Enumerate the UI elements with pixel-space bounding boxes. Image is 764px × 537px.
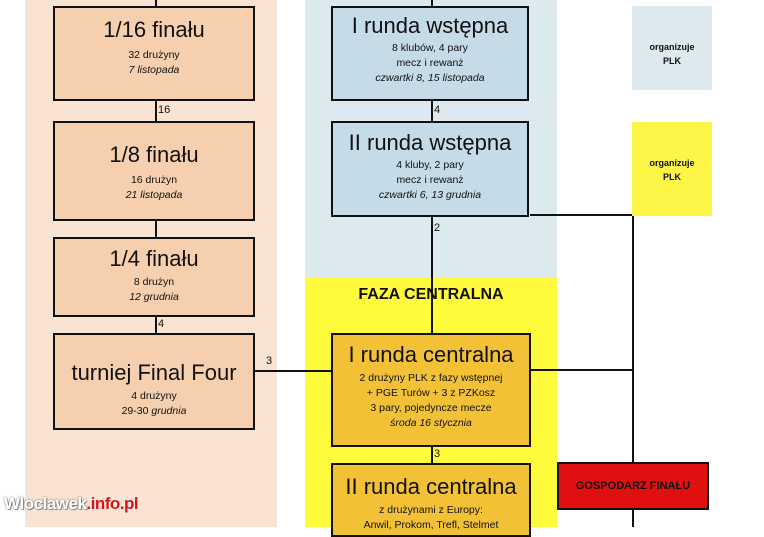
central-round-2-box: II runda centralna z drużynami z Europy:… <box>331 463 531 537</box>
connector-label-4: 4 <box>158 318 165 330</box>
central-round-2-title: II runda centralna <box>345 474 517 499</box>
final-four-title: turniej Final Four <box>71 360 237 385</box>
final-four-date-month: grudnia <box>151 405 187 417</box>
connector-to-host-horizontal <box>530 214 634 216</box>
central-round-1-line-2: + PGE Turów + 3 z PZKosz <box>366 387 496 399</box>
central-round-1-line-1: 2 drużyny PLK z fazy wstępnej <box>359 372 503 384</box>
central-round-1-box: I runda centralna 2 drużyny PLK z fazy w… <box>331 333 531 447</box>
round-1-8-title: 1/8 finału <box>109 142 199 167</box>
round-1-4-title: 1/4 finału <box>109 246 199 271</box>
connector-top-right <box>431 0 433 7</box>
connector-label-central-3: 3 <box>434 448 441 460</box>
legend-blue-line-1: organizuje <box>649 42 695 52</box>
connector-final-four-to-central <box>254 370 333 372</box>
round-1-4-box: 1/4 finału 8 drużyn 12 grudnia <box>53 237 255 317</box>
prelim-round-2-title: II runda wstępna <box>348 130 512 155</box>
round-1-16-date: 7 listopada <box>128 64 180 76</box>
connector-host-down <box>632 510 634 527</box>
watermark-suffix: .info.pl <box>86 494 139 513</box>
round-1-16-teams: 32 drużyny <box>128 49 180 61</box>
round-1-8-date: 21 listopada <box>125 189 183 201</box>
connector-label-prelim-4: 4 <box>434 104 441 116</box>
central-round-2-line-2: Anwil, Prokom, Trefl, Stelmet <box>363 519 499 531</box>
round-1-4-teams: 8 drużyn <box>133 276 175 288</box>
final-four-date-days: 29-30 <box>121 405 149 417</box>
round-1-16-box: 1/16 finału 32 drużyny 7 listopada <box>53 6 255 101</box>
legend-yellow-line-1: organizuje <box>649 158 695 168</box>
round-1-16-title: 1/16 finału <box>103 17 205 42</box>
prelim-round-2-box: II runda wstępna 4 kluby, 2 pary mecz i … <box>331 121 529 217</box>
connector-to-host-vertical <box>632 214 634 462</box>
legend-yellow-line-2: PLK <box>663 172 681 182</box>
prelim-round-1-line-1: 8 klubów, 4 pary <box>392 42 468 54</box>
round-1-4-date: 12 grudnia <box>129 291 179 303</box>
prelim-round-1-box: I runda wstępna 8 klubów, 4 pary mecz i … <box>331 6 529 101</box>
central-round-1-date: środa 16 stycznia <box>390 417 472 429</box>
central-round-2-line-1: z drużynami z Europy: <box>379 504 483 516</box>
prelim-round-1-title: I runda wstępna <box>351 13 509 38</box>
legend-yellow: organizuje PLK <box>632 122 712 216</box>
watermark-logo: Wloclawek.info.pl <box>4 494 139 514</box>
round-1-8-teams: 16 drużyn <box>130 174 178 186</box>
legend-blue: organizuje PLK <box>632 6 712 90</box>
final-four-date: 29-30 grudnia <box>55 404 253 419</box>
host-label: GOSPODARZ FINAŁU <box>575 480 691 492</box>
connector-16 <box>155 100 157 122</box>
watermark-main: Wloclawek <box>4 494 87 513</box>
final-four-box: turniej Final Four 4 drużyny 29-30 grudn… <box>53 333 255 430</box>
central-phase-title: FAZA CENTRALNA <box>358 286 504 303</box>
prelim-round-2-line-2: mecz i rewanż <box>396 174 464 186</box>
connector-top-left <box>155 0 157 7</box>
connector-prelim-4 <box>431 100 433 122</box>
connector-label-prelim-2: 2 <box>434 222 441 234</box>
host-box: GOSPODARZ FINAŁU <box>557 462 709 510</box>
connector-central-3 <box>431 446 433 464</box>
connector-label-16: 16 <box>158 104 171 116</box>
connector-label-3-left: 3 <box>266 355 273 367</box>
prelim-round-2-date: czwartki 6, 13 grudnia <box>378 189 482 201</box>
prelim-round-2-line-1: 4 kluby, 2 pary <box>396 159 464 171</box>
central-round-1-title: I runda centralna <box>348 342 514 367</box>
legend-blue-line-2: PLK <box>663 56 681 66</box>
prelim-round-1-date: czwartki 8, 15 listopada <box>375 72 485 84</box>
connector-8 <box>155 220 157 238</box>
connector-central-to-host <box>530 369 634 371</box>
prelim-round-1-line-2: mecz i rewanż <box>396 57 464 69</box>
final-four-teams: 4 drużyny <box>131 390 177 402</box>
connector-prelim-2 <box>431 216 433 334</box>
round-1-8-box: 1/8 finału 16 drużyn 21 listopada <box>53 121 255 221</box>
connector-4 <box>155 316 157 334</box>
central-round-1-line-3: 3 pary, pojedyncze mecze <box>370 402 492 414</box>
